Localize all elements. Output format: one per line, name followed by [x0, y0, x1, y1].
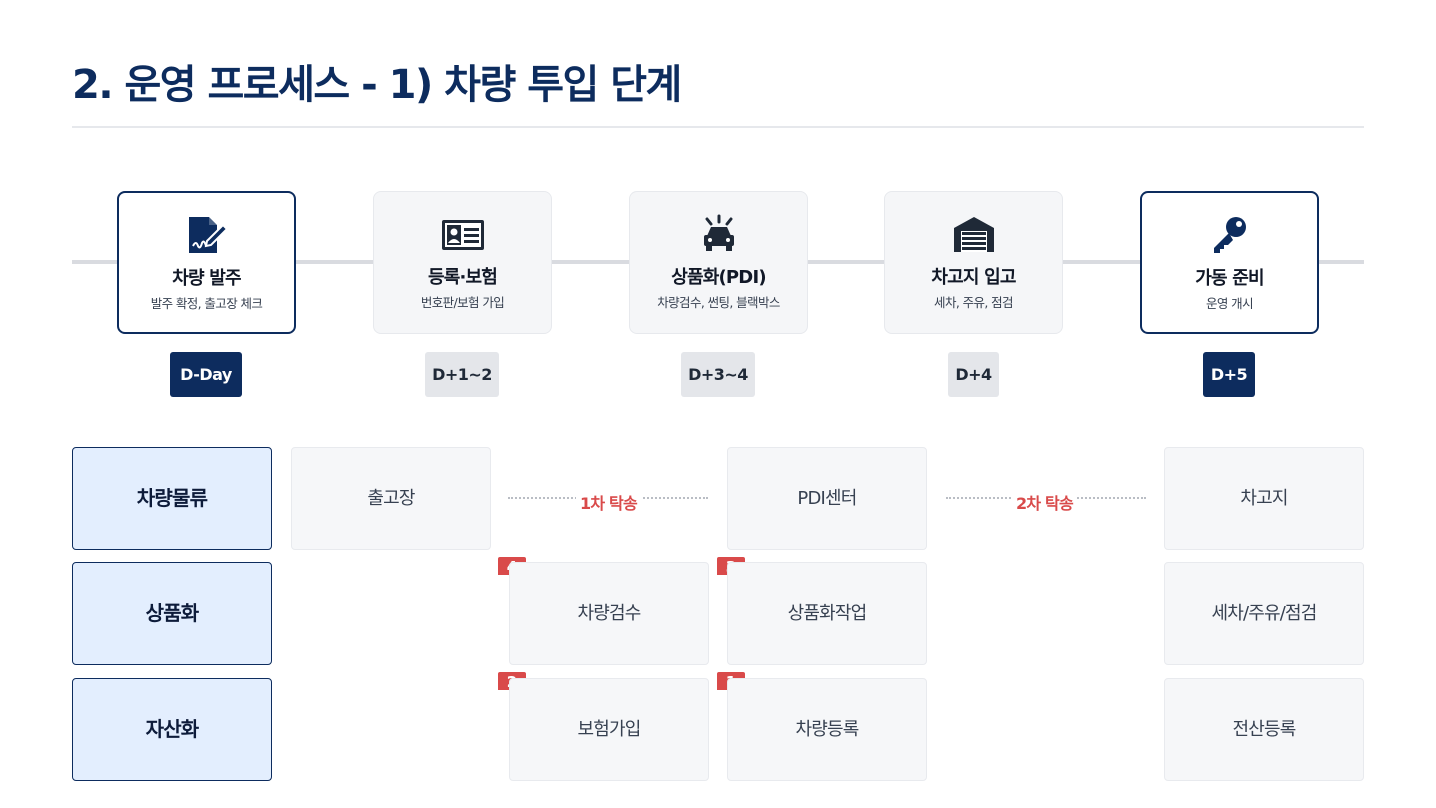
step-registration-insurance: 등록·보험 번호판/보험 가입: [373, 191, 552, 334]
cell-system-registration: 전산등록: [1164, 678, 1364, 781]
step-vehicle-order: 차량 발주 발주 확정, 출고장 체크: [117, 191, 296, 334]
row-label-productization: 상품화: [72, 562, 272, 665]
step-title: 차량 발주: [172, 268, 241, 289]
document-sign-icon: [188, 217, 228, 253]
step-description: 차량검수, 썬팅, 블랙박스: [657, 295, 780, 310]
cell-vehicle-inspection: 차량검수: [509, 562, 709, 665]
step-pdi: 상품화(PDI) 차량검수, 썬팅, 블랙박스: [629, 191, 808, 334]
page-title: 2. 운영 프로세스 - 1) 차량 투입 단계: [72, 62, 682, 108]
step-garage-entry: 차고지 입고 세차, 주유, 점검: [884, 191, 1063, 334]
garage-icon: [953, 217, 994, 252]
cell-wash-fuel-check: 세차/주유/점검: [1164, 562, 1364, 665]
step-title: 가동 준비: [1195, 268, 1264, 289]
step-description: 번호판/보험 가입: [420, 295, 505, 310]
step-description: 세차, 주유, 점검: [934, 295, 1014, 310]
badge-d-day: D-Day: [170, 352, 242, 397]
cell-product-work: 상품화작업: [727, 562, 927, 665]
badge-d4: D+4: [948, 352, 999, 397]
transfer-label-2: 2차 탁송: [1012, 490, 1077, 514]
badge-d5: D+5: [1203, 352, 1255, 397]
step-description: 발주 확정, 출고장 체크: [150, 296, 263, 311]
step-description: 운영 개시: [1206, 296, 1254, 311]
cell-insurance: 보험가입: [509, 678, 709, 781]
transfer-label-1: 1차 탁송: [576, 490, 641, 514]
key-icon: [1213, 217, 1246, 253]
car-alert-icon: [703, 214, 734, 251]
step-title: 등록·보험: [427, 267, 498, 288]
cell-release-yard: 출고장: [291, 447, 491, 550]
badge-d1-2: D+1~2: [425, 352, 499, 397]
title-divider: [72, 126, 1364, 128]
cell-pdi-center: PDI센터: [727, 447, 927, 550]
cell-vehicle-registration: 차량등록: [727, 678, 927, 781]
step-title: 차고지 입고: [931, 267, 1016, 288]
badge-d3-4: D+3~4: [681, 352, 755, 397]
row-label-assetization: 자산화: [72, 678, 272, 781]
step-operation-ready: 가동 준비 운영 개시: [1140, 191, 1319, 334]
cell-garage: 차고지: [1164, 447, 1364, 550]
id-card-icon: [441, 220, 484, 250]
row-label-logistics: 차량물류: [72, 447, 272, 550]
step-title: 상품화(PDI): [671, 267, 766, 288]
